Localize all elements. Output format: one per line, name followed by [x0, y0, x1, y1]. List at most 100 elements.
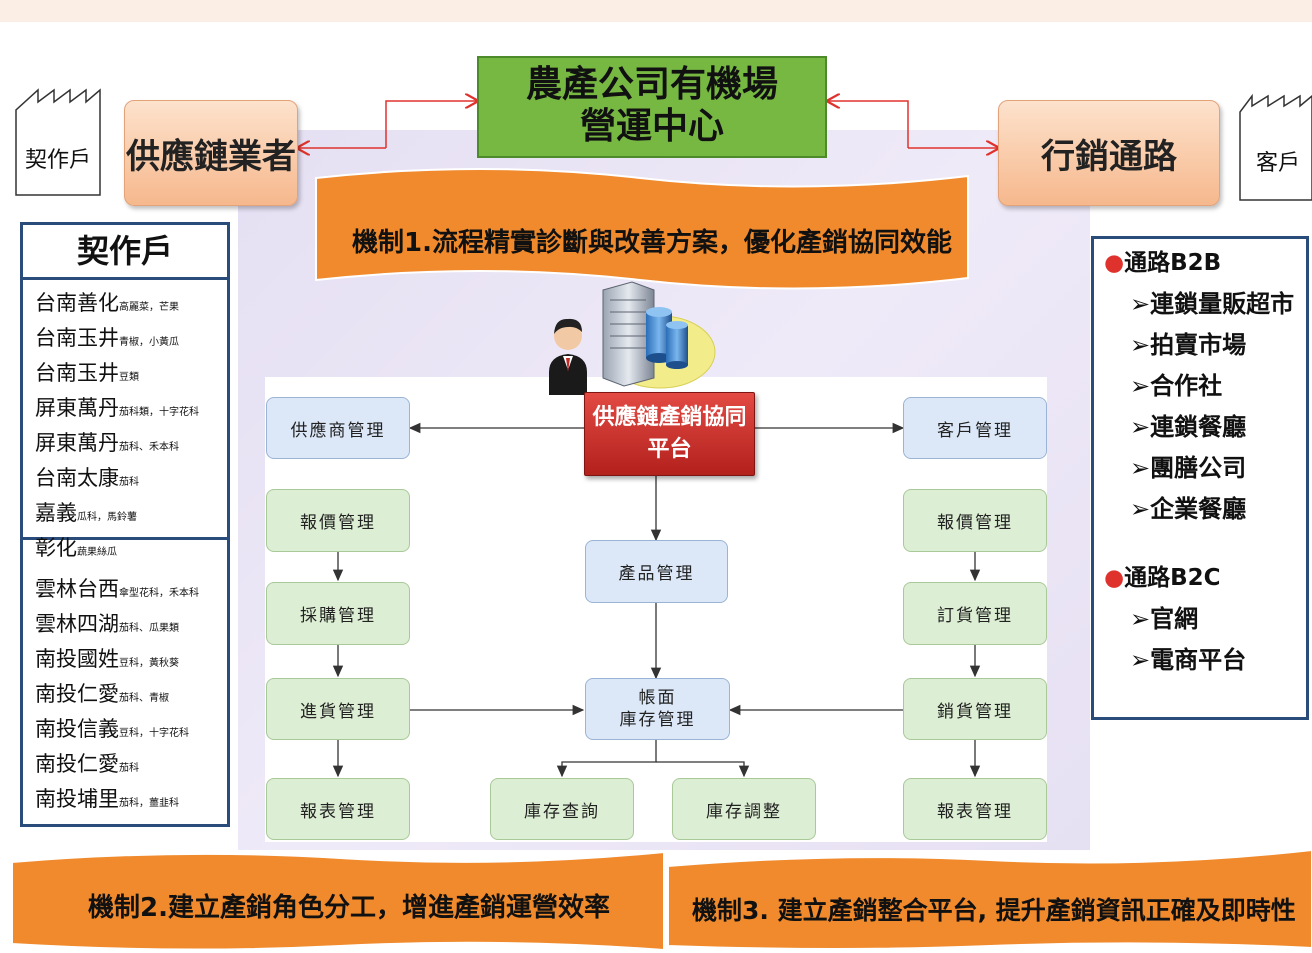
farm-list-item: 南投仁愛茄科 — [35, 749, 227, 784]
mechanism1-text: 機制1.流程精實診斷與改善方案，優化產銷協同效能 — [352, 228, 952, 258]
farm-list-item: 台南玉井豆類 — [35, 358, 227, 393]
operations-center-line1: 農產公司有機場 — [525, 64, 778, 105]
farm-list-item: 屏東萬丹茄科類，十字花科 — [35, 393, 227, 428]
farm-crop: 青椒，小黃瓜 — [119, 337, 179, 348]
server-icon — [602, 281, 655, 387]
marketing-channel-box: 行銷通路 — [998, 100, 1220, 206]
farm-name: 台南玉井 — [35, 326, 119, 350]
arrow-bullet-icon: ➢ — [1130, 454, 1151, 482]
farm-crop: 豆類 — [119, 372, 139, 383]
b2b-heading: ●通路B2B — [1104, 250, 1222, 276]
mechanism2-text: 機制2.建立產銷角色分工，增進產銷運營效率 — [88, 893, 610, 923]
channel-name: 電商平台 — [1150, 646, 1247, 674]
arrow-bullet-icon: ➢ — [1130, 290, 1151, 318]
purchase-node: 採購管理 — [266, 582, 410, 645]
customer-mgmt-node: 客戶管理 — [903, 397, 1047, 459]
channel-name: 合作社 — [1150, 372, 1223, 400]
farm-name: 台南善化 — [35, 291, 119, 315]
platform-line2: 平台 — [647, 437, 692, 462]
left-report-node: 報表管理 — [266, 778, 410, 840]
factory-icon — [1239, 93, 1312, 201]
farm-list-item: 南投信義豆科，十字花科 — [35, 714, 227, 749]
right-quote-node: 報價管理 — [903, 489, 1047, 552]
farm-list-item: 南投國姓豆科，黃秋葵 — [35, 644, 227, 679]
farm-crop: 傘型花科，禾本科 — [119, 588, 199, 599]
arrow-bullet-icon: ➢ — [1130, 372, 1151, 400]
book-inventory-line2: 庫存管理 — [619, 710, 696, 730]
farm-crop: 茄科、瓜果類 — [119, 623, 179, 634]
sales-node: 銷貨管理 — [903, 678, 1047, 740]
b2c-title: 通路B2C — [1124, 565, 1221, 591]
b2b-title: 通路B2B — [1124, 250, 1222, 276]
farm-name: 南投仁愛 — [35, 682, 119, 706]
channel-list-item: ➢拍賣市場 — [1104, 325, 1306, 366]
arrow-bullet-icon: ➢ — [1130, 495, 1151, 523]
supplier-mgmt-node: 供應商管理 — [266, 397, 410, 459]
farm-group-1: 台南善化高麗菜，芒果台南玉井青椒，小黃瓜台南玉井豆類屏東萬丹茄科類，十字花科屏東… — [23, 280, 227, 560]
arrow-bullet-icon: ➢ — [1130, 331, 1151, 359]
farm-name: 嘉義 — [35, 501, 77, 525]
mechanism3-text: 機制3. 建立產銷整合平台, 提升產銷資訊正確及即時性 — [692, 896, 1296, 925]
b2c-list: ➢官網➢電商平台 — [1104, 599, 1306, 681]
banner-mechanism1 — [315, 168, 969, 290]
contract-farms-panel: 契作戶 台南善化高麗菜，芒果台南玉井青椒，小黃瓜台南玉井豆類屏東萬丹茄科類，十字… — [20, 222, 230, 827]
channel-name: 團膳公司 — [1150, 454, 1247, 482]
farm-list-item: 台南玉井青椒，小黃瓜 — [35, 323, 227, 358]
channel-list-item: ➢官網 — [1104, 599, 1306, 640]
arrow-bullet-icon: ➢ — [1130, 605, 1151, 633]
farm-crop: 茄科 — [119, 763, 139, 774]
farm-list-item: 屏東萬丹茄科、禾本科 — [35, 428, 227, 463]
right-factory-label: 客戶 — [1255, 151, 1300, 176]
supplier-chain-box: 供應鏈業者 — [124, 100, 298, 206]
farm-list-item: 彰化蔬果絲瓜 — [35, 533, 227, 568]
farm-name: 屏東萬丹 — [35, 431, 119, 455]
connector-left — [385, 101, 477, 148]
receiving-node: 進貨管理 — [266, 678, 410, 740]
inventory-adjust-node: 庫存調整 — [672, 778, 816, 840]
right-report-node: 報表管理 — [903, 778, 1047, 840]
channel-list-item: ➢團膳公司 — [1104, 448, 1306, 489]
factory-icon — [15, 88, 101, 196]
left-quote-node: 報價管理 — [266, 489, 410, 552]
farm-crop: 瓜科，馬鈴薯 — [77, 512, 137, 523]
farm-list-item: 雲林台西傘型花科，禾本科 — [35, 574, 227, 609]
farm-name: 彰化 — [35, 536, 77, 560]
farm-list-item: 嘉義瓜科，馬鈴薯 — [35, 498, 227, 533]
arrow-bullet-icon: ➢ — [1130, 413, 1151, 441]
arrow-bullet-icon: ➢ — [1130, 646, 1151, 674]
farm-group-2: 雲林台西傘型花科，禾本科雲林四湖茄科、瓜果類南投國姓豆科，黃秋葵南投仁愛茄科、青… — [23, 540, 227, 819]
book-inventory-line1: 帳面 — [638, 688, 677, 708]
farm-crop: 蔬果絲瓜 — [77, 547, 117, 558]
farm-crop: 豆科，十字花科 — [119, 728, 189, 739]
farm-name: 南投信義 — [35, 717, 119, 741]
farm-crop: 茄科、禾本科 — [119, 442, 179, 453]
operations-center-line2: 營運中心 — [579, 106, 724, 147]
farm-list-item: 南投仁愛茄科、青椒 — [35, 679, 227, 714]
farm-name: 台南太康 — [35, 466, 119, 490]
farm-crop: 茄科，薑韭科 — [119, 798, 179, 809]
marketing-channel-label: 行銷通路 — [1041, 136, 1177, 177]
order-node: 訂貨管理 — [903, 582, 1047, 645]
book-inventory-node: 帳面 庫存管理 — [585, 678, 730, 740]
inventory-query-node: 庫存查詢 — [490, 778, 634, 840]
operations-center-box: 農產公司有機場 營運中心 — [477, 56, 827, 158]
farm-name: 屏東萬丹 — [35, 396, 119, 420]
contract-farms-title: 契作戶 — [23, 225, 227, 280]
farm-name: 南投仁愛 — [35, 752, 119, 776]
channel-name: 官網 — [1150, 605, 1199, 633]
farm-list-item: 雲林四湖茄科、瓜果類 — [35, 609, 227, 644]
farm-name: 雲林台西 — [35, 577, 119, 601]
channel-name: 拍賣市場 — [1150, 331, 1247, 359]
channel-list-item: ➢合作社 — [1104, 366, 1306, 407]
b2c-heading: ●通路B2C — [1104, 565, 1221, 591]
farm-crop: 茄科類，十字花科 — [119, 407, 199, 418]
b2b-list: ➢連鎖量販超市➢拍賣市場➢合作社➢連鎖餐廳➢團膳公司➢企業餐廳 — [1104, 284, 1306, 530]
banner-mechanism3 — [667, 848, 1312, 950]
channel-list-item: ➢連鎖餐廳 — [1104, 407, 1306, 448]
channel-list-item: ➢連鎖量販超市 — [1104, 284, 1306, 325]
product-node: 產品管理 — [585, 540, 728, 603]
farm-name: 雲林四湖 — [35, 612, 119, 636]
person-icon — [549, 318, 587, 395]
platform-node: 供應鏈產銷協同 平台 — [584, 392, 755, 476]
